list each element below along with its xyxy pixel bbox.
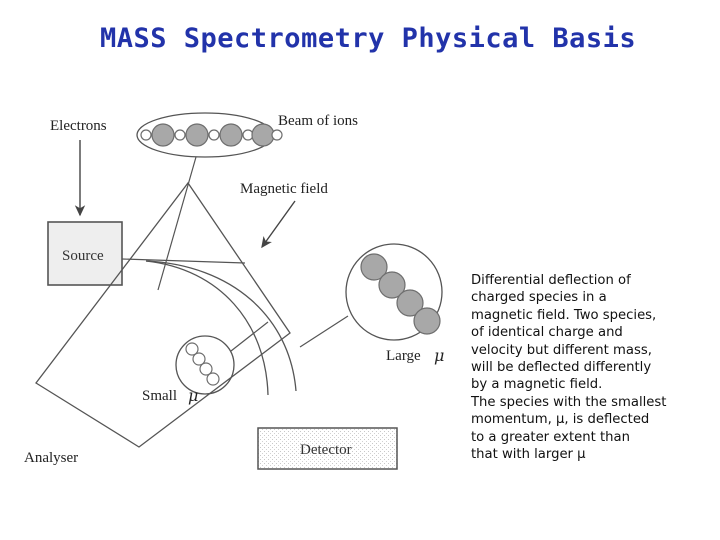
- mass-spectrometer-diagram: Electrons Source Beam of ions Analyser M…: [24, 112, 444, 470]
- large-mu-callout-circle: [345, 243, 443, 341]
- description-line: charged species in a: [471, 290, 607, 306]
- description-line: Differential deflection of: [471, 273, 631, 288]
- page-title: MASS Spectrometry Physical Basis: [100, 23, 637, 54]
- detector-label: Detector: [300, 442, 352, 458]
- description-line: momentum, μ, is deflected: [471, 412, 650, 428]
- magnetic-field-arrow: [261, 200, 296, 249]
- large-mu-ions-group: [360, 253, 441, 335]
- magnetic-field-label: Magnetic field: [240, 181, 328, 197]
- beam-of-ions-label: Beam of ions: [278, 113, 358, 129]
- description-line: to a greater extent than: [471, 429, 630, 445]
- analyser-outline: [35, 181, 291, 448]
- description-line: of identical charge and: [471, 325, 623, 341]
- source-exit-line: [121, 258, 246, 264]
- large-mu-label: Large μ: [386, 346, 444, 365]
- svg-text:Small: Small: [142, 388, 177, 404]
- small-mu-leader-line: [230, 321, 269, 352]
- description-line: that with larger μ: [471, 447, 586, 463]
- description-line: by a magnetic field.: [471, 377, 603, 393]
- large-mu-beam-path: [145, 260, 297, 392]
- small-mu-callout-circle: [175, 335, 235, 395]
- small-mu-beam-path: [145, 260, 269, 396]
- description-line: magnetic field. Two species,: [471, 307, 657, 323]
- source-box: [47, 221, 123, 286]
- beam-of-ions-leader-line: [157, 156, 197, 291]
- small-mu-label: Small μ: [142, 386, 198, 405]
- electrons-label: Electrons: [50, 118, 107, 134]
- description-line: velocity but different mass,: [471, 342, 652, 358]
- small-mu-ions-group: [185, 342, 220, 386]
- description-line: will be deflected differently: [471, 360, 652, 376]
- analyser-label: Analyser: [24, 450, 78, 466]
- description-text-block: Differential deflection of charged speci…: [471, 272, 713, 463]
- beam-of-ions-group: [140, 123, 283, 147]
- source-label: Source: [62, 248, 104, 264]
- svg-text:Large: Large: [386, 348, 421, 364]
- large-mu-leader-line: [299, 315, 349, 348]
- description-line: The species with the smallest: [471, 394, 667, 410]
- svg-text:μ: μ: [188, 386, 198, 405]
- detector-box: [257, 427, 398, 470]
- svg-text:μ: μ: [434, 346, 444, 365]
